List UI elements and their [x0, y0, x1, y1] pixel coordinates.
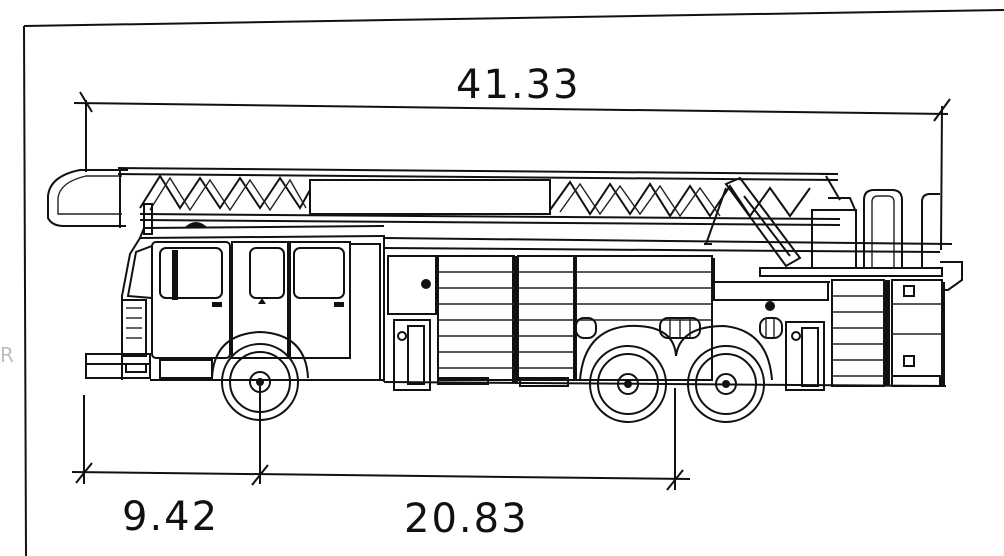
- rear-body-door: [785, 321, 825, 391]
- turntable-assembly: [704, 176, 963, 291]
- front-bumper: [85, 353, 151, 379]
- wheelbase-tick-right: [666, 469, 684, 491]
- rear-door-window: [293, 247, 345, 299]
- front-overhang-label: 9.42: [122, 494, 219, 540]
- front-cab-door: [151, 241, 231, 359]
- front-overhang-tick-right: [251, 464, 269, 486]
- rear-wheel-well: [579, 324, 773, 381]
- rear-cab-door: [289, 241, 351, 359]
- overall-length-dimension: 41.33: [73, 62, 951, 251]
- rear-handrail-left: [863, 189, 903, 268]
- compartment-door-2: [517, 255, 575, 381]
- front-door-window: [159, 247, 223, 299]
- front-wheel: [221, 343, 299, 421]
- rear-deck: [759, 267, 943, 277]
- wheels: [211, 324, 773, 423]
- rear-wheel-aft: [687, 345, 765, 423]
- body-top-edge: [383, 237, 953, 245]
- overall-length-dimension-line: [73, 102, 949, 115]
- ladder-center-section: [309, 179, 551, 215]
- stray-mark-text: R: [0, 343, 14, 367]
- ladder-top-rail: [117, 167, 839, 175]
- ladder-truss-right: [549, 180, 811, 218]
- front-overhang-tick-left: [75, 462, 93, 484]
- aerial-ladder: [47, 167, 841, 235]
- front-wheel-well: [211, 330, 309, 379]
- middle-cab-door: [231, 241, 289, 359]
- body-compartments: [383, 237, 953, 391]
- ladder-bottom-rail: [139, 213, 841, 220]
- middle-door-window: [249, 247, 285, 299]
- compartment-slats: [438, 271, 712, 369]
- rear-tail-section: [891, 279, 943, 387]
- pump-panel: [387, 255, 437, 315]
- rear-wheel-forward: [589, 345, 667, 423]
- light-bar: [184, 222, 208, 228]
- cab: [85, 222, 385, 382]
- compartment-door-1: [437, 255, 515, 381]
- compartment-door-3: [575, 255, 713, 381]
- pump-panel-door: [393, 319, 431, 391]
- overall-length-label: 41.33: [456, 62, 581, 108]
- windshield: [126, 244, 153, 300]
- bottom-dimension-line: [71, 471, 691, 480]
- bottom-dimensions: 9.42 20.83: [71, 386, 691, 542]
- extension-line-rear: [940, 105, 943, 251]
- rear-handrail-right: [921, 193, 940, 268]
- wheelbase-label: 20.83: [404, 496, 529, 542]
- ladder-tip: [47, 169, 128, 227]
- ladder-truss-left: [139, 174, 311, 210]
- front-grille: [121, 299, 147, 357]
- lift-cylinder: [724, 176, 802, 268]
- drawing-frame: [23, 9, 1004, 556]
